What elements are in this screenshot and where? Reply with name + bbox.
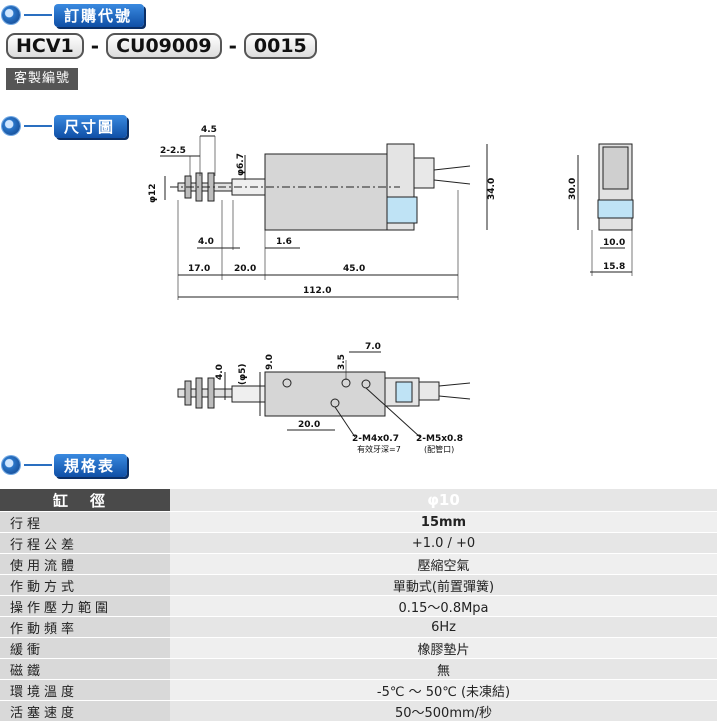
dim-label: 3.5: [337, 354, 347, 370]
spec-header-value: φ10: [170, 489, 717, 512]
spec-header-key: 缸徑: [0, 489, 170, 512]
spec-key: 使用流體: [0, 553, 170, 575]
dim-label: 4.0: [215, 364, 225, 380]
spec-value: 無: [170, 658, 717, 680]
dimension-drawing: 4.5 2-2.5 φ6.7 φ12 34.0 4.0 1.6 17.0 20.…: [148, 125, 634, 454]
dim-label: 17.0: [188, 264, 210, 274]
dim-label: 9.0: [265, 354, 275, 370]
table-row: 環境溫度-5℃ ～ 50℃ (未凍結): [0, 679, 717, 701]
section-header-specs: 規格表: [2, 453, 128, 477]
dim-label: 15.8: [603, 262, 625, 272]
dim-label: 4.0: [198, 237, 214, 247]
spec-value: 0.15～0.8Mpa: [170, 595, 717, 617]
valve-window: [386, 196, 418, 224]
section-title: 訂購代號: [54, 3, 145, 27]
section-title: 規格表: [54, 453, 128, 477]
dim-label: 20.0: [234, 264, 256, 274]
order-code-row: HCV1 - CU09009 - 0015: [6, 33, 317, 59]
order-code-dash: -: [90, 34, 100, 58]
dim-label: 2-2.5: [160, 146, 186, 156]
dim-label: 112.0: [303, 286, 331, 296]
spec-value: -5℃ ～ 50℃ (未凍結): [170, 679, 717, 701]
custom-code-label: 客製編號: [6, 68, 79, 90]
spec-value: 15mm: [170, 511, 717, 533]
port-label: 2-M5x0.8: [416, 434, 463, 444]
header-line: [24, 125, 52, 127]
dim-label: φ12: [148, 183, 158, 203]
bottom-body: [264, 371, 386, 417]
spec-key: 作動方式: [0, 574, 170, 596]
thread-label: 2-M4x0.7: [352, 434, 399, 444]
order-code-dash: -: [228, 34, 237, 58]
spec-value: 6Hz: [170, 616, 717, 638]
header-line: [24, 14, 52, 16]
table-row: 作動方式單動式(前置彈簧): [0, 574, 717, 596]
spec-key: 磁鐵: [0, 658, 170, 680]
port-note: (配管口): [424, 444, 454, 454]
section-header-dimensions: 尺寸圖: [2, 114, 128, 138]
section-title: 尺寸圖: [54, 114, 128, 138]
dim-label: 4.5: [201, 125, 217, 135]
bullet-icon: [2, 456, 20, 474]
spec-header-row: 缸徑 φ10: [0, 489, 717, 512]
spec-value: 單動式(前置彈簧): [170, 574, 717, 596]
dim-label: 1.6: [276, 237, 292, 247]
order-code-part-1: HCV1: [6, 33, 84, 59]
spec-key: 環境溫度: [0, 679, 170, 701]
section-header-order-code: 訂購代號: [2, 3, 145, 27]
table-row: 行程公差+1.0 / +0: [0, 532, 717, 554]
thread-note: 有效牙深=7: [357, 444, 401, 454]
table-row: 使用流體壓縮空氣: [0, 553, 717, 575]
dim-label: 7.0: [365, 342, 381, 352]
dim-label: 10.0: [603, 238, 625, 248]
spec-key: 行程: [0, 511, 170, 533]
cylinder-body: [264, 153, 388, 231]
spec-key: 行程公差: [0, 532, 170, 554]
table-row: 磁鐵無: [0, 658, 717, 680]
dim-label: (φ5): [238, 363, 248, 385]
dim-label: 20.0: [298, 420, 320, 430]
spec-key: 緩衝: [0, 637, 170, 659]
bullet-icon: [2, 117, 20, 135]
tube: [433, 165, 471, 185]
spec-value: +1.0 / +0: [170, 532, 717, 554]
dim-label: 34.0: [487, 178, 497, 200]
header-line: [24, 464, 52, 466]
spec-value: 50～500mm/秒: [170, 700, 717, 722]
order-code-part-3: 0015: [243, 33, 317, 59]
spec-value: 橡膠墊片: [170, 637, 717, 659]
fitting: [413, 157, 435, 189]
spec-value: 壓縮空氣: [170, 553, 717, 575]
dim-label: 45.0: [343, 264, 365, 274]
table-row: 緩衝橡膠墊片: [0, 637, 717, 659]
spec-key: 操作壓力範圍: [0, 595, 170, 617]
bullet-icon: [2, 6, 20, 24]
spec-key: 作動頻率: [0, 616, 170, 638]
spec-key: 活塞速度: [0, 700, 170, 722]
dim-label: φ6.7: [236, 153, 246, 176]
dim-label: 30.0: [568, 178, 578, 200]
order-code-part-2: CU09009: [106, 33, 222, 59]
